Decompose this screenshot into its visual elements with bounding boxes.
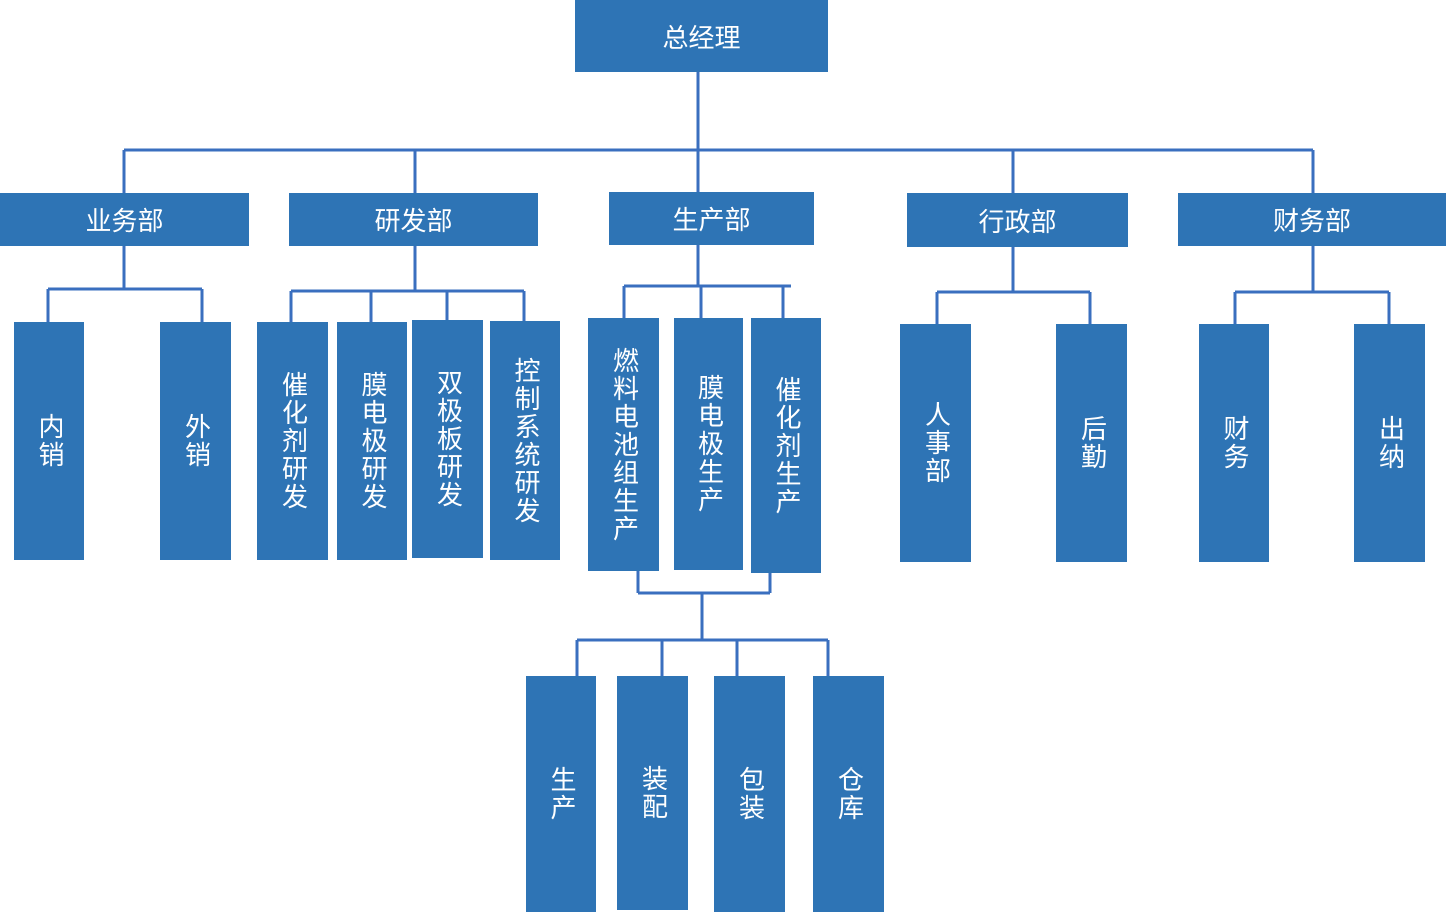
production-dept-label: 生产部 (672, 206, 751, 236)
unit-label: 财务 (1219, 415, 1249, 471)
finance-dept-label: 财务部 (1272, 207, 1351, 237)
unit-box: 人事部 (900, 324, 971, 562)
process-label: 生产 (546, 766, 576, 822)
sales-dept-box: 业务部 (0, 193, 249, 246)
unit-label: 后勤 (1076, 415, 1107, 471)
finance-dept-box: 财务部 (1178, 193, 1446, 246)
unit-box: 膜电极研发 (337, 322, 407, 560)
unit-box: 燃料电池组生产 (588, 318, 659, 571)
unit-label: 出纳 (1374, 415, 1405, 471)
unit-label: 催化剂研发 (277, 371, 308, 511)
rnd-dept-box: 研发部 (289, 193, 538, 246)
admin-dept-box: 行政部 (907, 193, 1128, 247)
process-label: 仓库 (833, 766, 864, 822)
unit-label: 双极板研发 (432, 369, 463, 509)
unit-label: 燃料电池组生产 (608, 346, 639, 543)
process-box: 包装 (714, 676, 785, 912)
unit-label: 膜电极研发 (357, 371, 387, 511)
process-label: 装配 (637, 765, 668, 821)
sales-dept-label: 业务部 (85, 207, 164, 237)
unit-label: 人事部 (920, 401, 951, 485)
process-label: 包装 (734, 766, 765, 822)
unit-box: 控制系统研发 (490, 321, 560, 560)
unit-box: 膜电极生产 (674, 318, 743, 570)
unit-label: 膜电极生产 (693, 374, 724, 514)
unit-box: 外销 (160, 322, 231, 560)
unit-label: 催化剂生产 (771, 375, 801, 516)
rnd-dept-label: 研发部 (374, 207, 453, 237)
unit-box: 内销 (14, 322, 84, 560)
process-box: 生产 (526, 676, 596, 912)
unit-label: 外销 (180, 413, 211, 469)
general-manager-label: 总经理 (662, 23, 741, 54)
unit-box: 后勤 (1056, 324, 1127, 562)
admin-dept-label: 行政部 (978, 207, 1057, 238)
process-box: 装配 (617, 676, 688, 910)
process-box: 仓库 (813, 676, 884, 912)
unit-box: 催化剂生产 (751, 318, 821, 573)
general-manager-box: 总经理 (575, 0, 828, 72)
production-dept-box: 生产部 (609, 192, 814, 245)
unit-label: 内销 (34, 413, 64, 469)
unit-box: 双极板研发 (412, 320, 483, 558)
unit-label: 控制系统研发 (510, 356, 540, 525)
unit-box: 出纳 (1354, 324, 1425, 562)
unit-box: 财务 (1199, 324, 1269, 562)
unit-box: 催化剂研发 (257, 322, 328, 560)
